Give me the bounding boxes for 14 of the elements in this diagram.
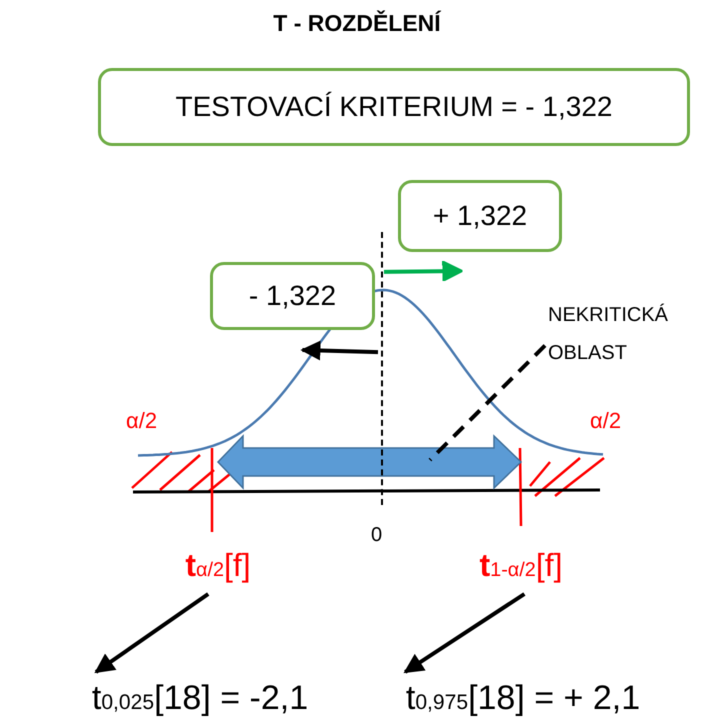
- alpha-label: α/2: [126, 408, 158, 434]
- center-line: [381, 232, 384, 505]
- criterion-box: TESTOVACÍ KRITERIUM = - 1,322: [98, 68, 690, 146]
- direction-arrow: [384, 260, 464, 282]
- arrow: [94, 592, 210, 674]
- value-box: + 1,322: [398, 180, 562, 252]
- diagram-title: T - ROZDĚLENÍ: [272, 10, 442, 37]
- region-label: NEKRITICKÁ OBLAST: [548, 302, 670, 366]
- value-box: - 1,322: [210, 262, 375, 330]
- direction-arrow: [300, 340, 378, 360]
- axis-zero-label: 0: [371, 524, 382, 547]
- alpha-label: α/2: [590, 408, 622, 434]
- leader-line: [428, 344, 546, 462]
- arrow: [404, 592, 526, 674]
